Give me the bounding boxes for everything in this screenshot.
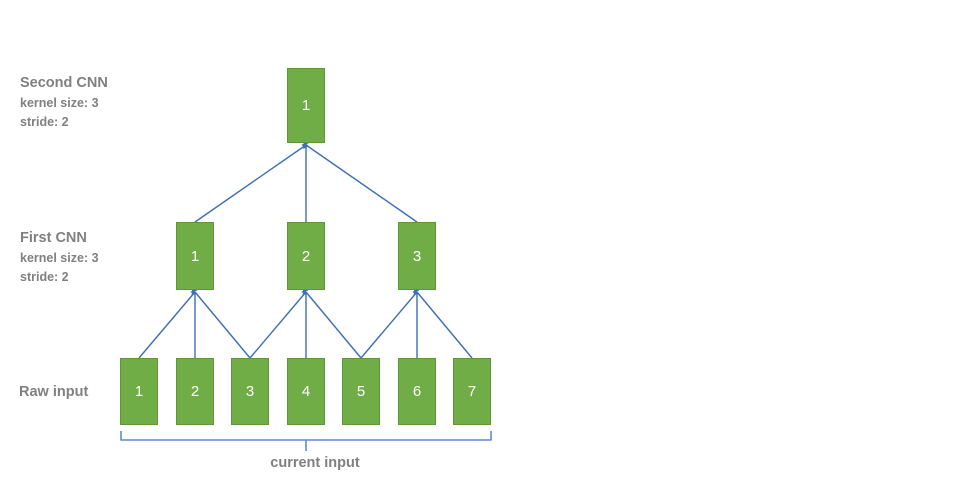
connector-3	[138, 288, 198, 359]
connector-6	[249, 288, 309, 359]
node-first-cnn-1: 1	[176, 222, 214, 290]
label-first-cnn-line-0: kernel size: 3	[20, 251, 99, 265]
label-second-cnn-title: Second CNN	[20, 75, 108, 91]
connector-11	[413, 289, 473, 359]
label-second-cnn-line-0: kernel size: 3	[20, 96, 99, 110]
node-first-cnn-2: 2	[287, 222, 325, 290]
node-second-cnn-1: 1	[287, 68, 325, 143]
connector-9	[360, 288, 420, 359]
current-input-bracket	[120, 431, 492, 451]
node-raw-input-4: 4	[287, 358, 325, 425]
connector-5	[191, 289, 251, 359]
label-first-cnn-title: First CNN	[20, 230, 87, 246]
label-second-cnn-line-1: stride: 2	[20, 115, 69, 129]
label-first-cnn-line-1: stride: 2	[20, 270, 69, 284]
node-first-cnn-3: 3	[398, 222, 436, 290]
current-input-caption: current input	[270, 455, 360, 471]
label-second-cnn: Second CNN kernel size: 3 stride: 2	[20, 73, 108, 132]
connector-2	[303, 142, 418, 223]
label-raw-input-title: Raw input	[19, 384, 89, 400]
label-first-cnn: First CNN kernel size: 3 stride: 2	[20, 228, 99, 287]
connector-0	[194, 141, 309, 223]
node-raw-input-6: 6	[398, 358, 436, 425]
node-raw-input-1: 1	[120, 358, 158, 425]
label-raw-input: Raw input	[19, 382, 88, 403]
node-raw-input-7: 7	[453, 358, 491, 425]
node-raw-input-3: 3	[231, 358, 269, 425]
node-raw-input-5: 5	[342, 358, 380, 425]
connector-8	[302, 289, 362, 359]
node-raw-input-2: 2	[176, 358, 214, 425]
bracket-path	[120, 431, 492, 451]
